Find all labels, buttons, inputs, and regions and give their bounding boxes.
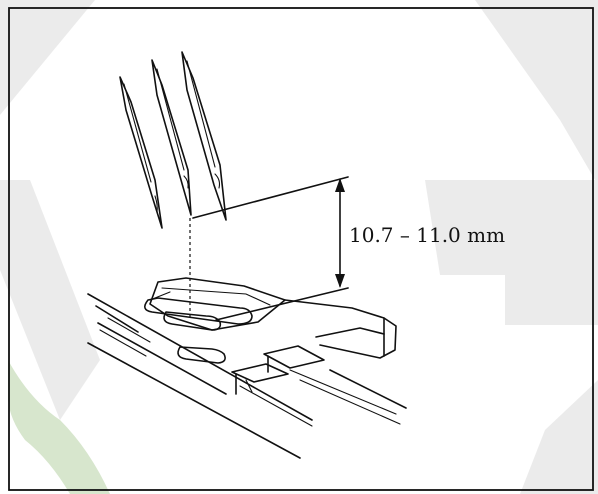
measurement-label: 10.7 – 11.0 mm: [349, 223, 505, 247]
needle-plate: [87, 277, 407, 459]
dimension-lines: [189, 176, 349, 321]
diagram-frame: [8, 7, 594, 491]
needle-icon: [119, 51, 227, 229]
